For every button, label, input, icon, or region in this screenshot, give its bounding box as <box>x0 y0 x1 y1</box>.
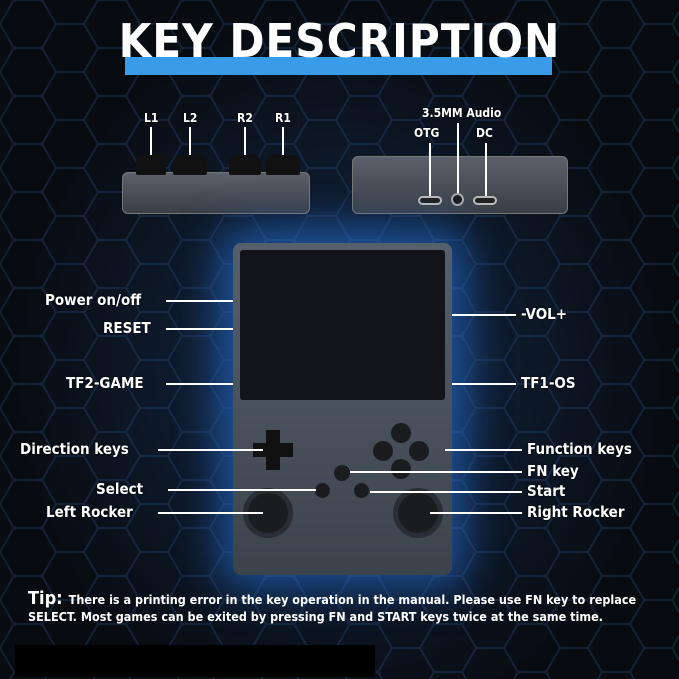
tip-note: Tip:There is a printing error in the key… <box>28 590 673 625</box>
label-right-rocker: Right Rocker <box>527 503 625 521</box>
label-audio: 3.5MM Audio <box>422 106 502 120</box>
label-r2: R2 <box>237 111 253 125</box>
l1-button <box>136 155 166 175</box>
page-title: KEY DESCRIPTION <box>118 14 561 68</box>
select-button <box>315 483 330 498</box>
label-start: Start <box>527 482 566 500</box>
label-vol: -VOL+ <box>521 305 568 323</box>
function-button <box>391 423 411 443</box>
label-otg: OTG <box>414 126 440 140</box>
label-tf2: TF2-GAME <box>66 374 144 392</box>
label-reset: RESET <box>103 319 151 337</box>
title-underline-bar <box>125 57 552 75</box>
label-function-keys: Function keys <box>527 440 632 458</box>
label-left-rocker: Left Rocker <box>46 503 133 521</box>
label-select: Select <box>96 480 144 498</box>
label-l1: L1 <box>144 111 159 125</box>
handheld-console <box>233 243 452 575</box>
start-button <box>354 483 369 498</box>
label-tf1: TF1-OS <box>521 374 576 392</box>
screen <box>240 250 445 400</box>
black-box <box>15 645 375 677</box>
tip-label: Tip: <box>28 588 63 609</box>
label-dc: DC <box>476 126 493 140</box>
label-r1: R1 <box>275 111 291 125</box>
audio-jack <box>451 193 464 206</box>
label-power: Power on/off <box>45 291 142 309</box>
otg-port <box>418 196 442 205</box>
tip-text: There is a printing error in the key ope… <box>28 592 637 624</box>
dc-port <box>473 196 497 205</box>
l2-button <box>173 155 207 175</box>
r2-button <box>229 155 261 175</box>
label-direction: Direction keys <box>20 440 129 458</box>
r1-button <box>266 155 300 175</box>
fn-button <box>334 465 350 481</box>
label-l2: L2 <box>183 111 198 125</box>
label-fn-key: FN key <box>527 462 579 480</box>
device-top-view <box>122 172 310 214</box>
